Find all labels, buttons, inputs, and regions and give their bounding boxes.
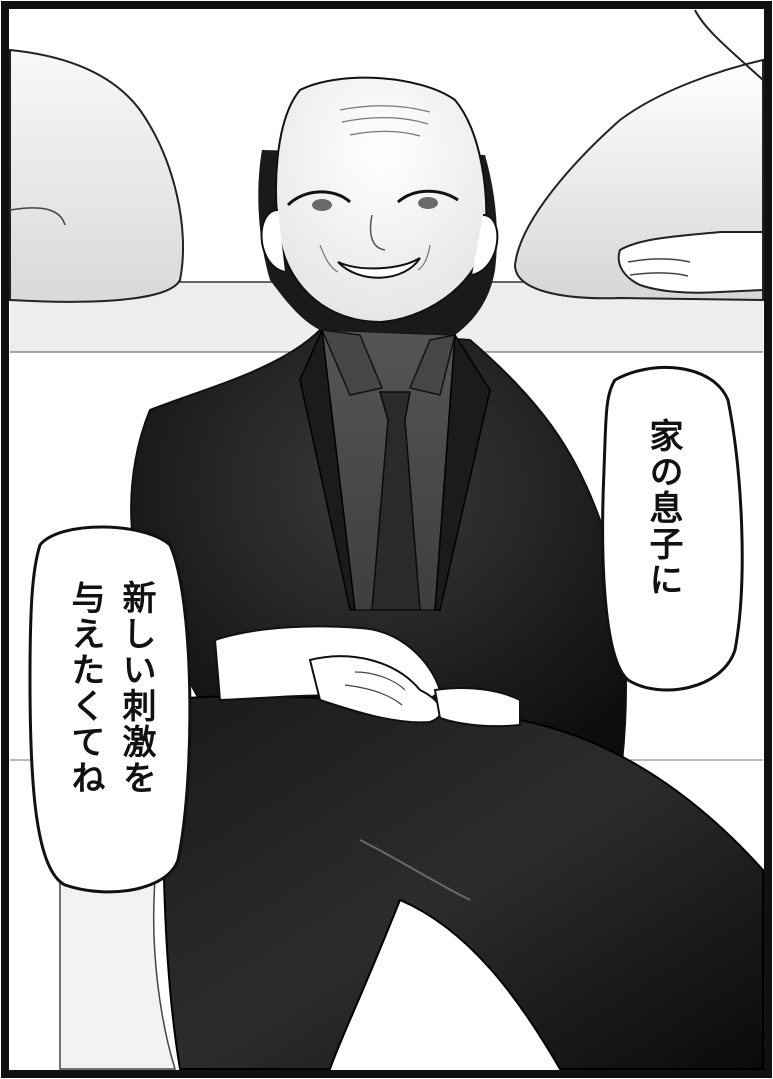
speech-text-left-line2: 与えたくてね	[65, 580, 105, 796]
clasped-hands	[213, 625, 521, 728]
speech-text-right: 家の息子に	[643, 418, 683, 598]
speech-bubble-left	[28, 525, 192, 894]
background-figure-left	[9, 48, 185, 303]
man-head	[258, 76, 499, 335]
chair	[59, 879, 177, 1070]
speech-text-left-line1: 新しい刺激を	[116, 580, 156, 796]
speech-bubble-right	[601, 365, 744, 692]
background-figure-right	[513, 9, 764, 302]
